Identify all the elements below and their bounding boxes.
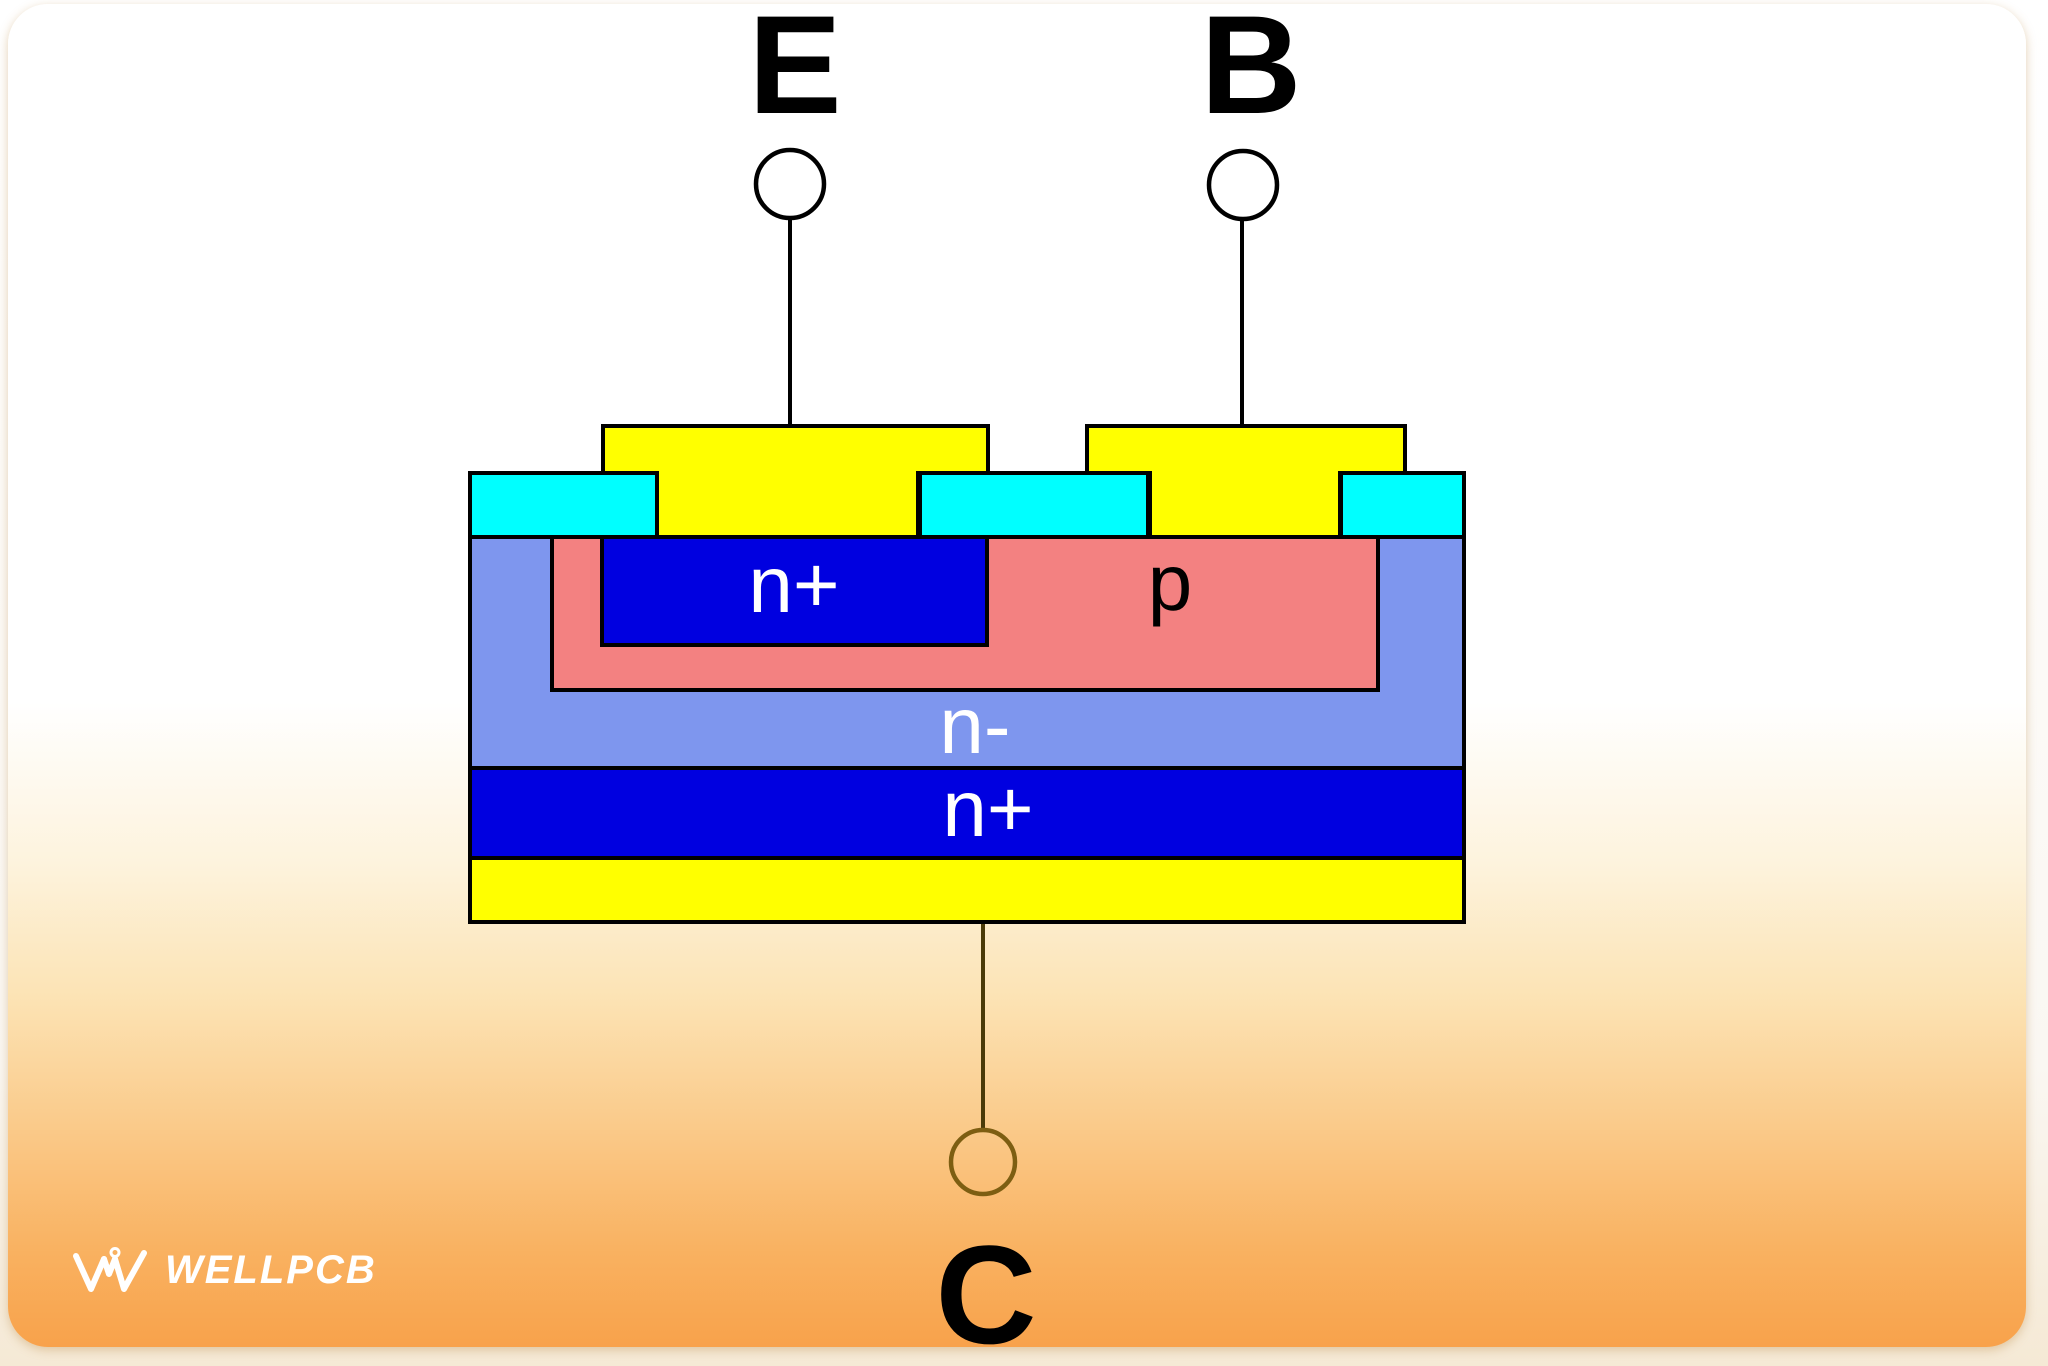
- emitter-contact-pad: [601, 424, 990, 539]
- bjt-cross-section-diagram: E B C n+ p n- n+: [468, 4, 1466, 1347]
- emitter-region-label: n+: [748, 540, 839, 629]
- collector-terminal-node: [948, 1127, 1018, 1197]
- oxide-block-middle: [918, 471, 1150, 539]
- buried-layer-label: n+: [942, 764, 1033, 853]
- wellpcb-logo-text: WELLPCB: [165, 1248, 377, 1292]
- base-region-label: p: [1148, 538, 1193, 627]
- oxide-block-left: [468, 471, 659, 539]
- base-terminal-label: B: [1200, 4, 1301, 143]
- base-contact-pad: [1085, 424, 1407, 539]
- emitter-terminal-label: E: [748, 4, 841, 143]
- base-terminal-node: [1206, 148, 1280, 222]
- wellpcb-watermark: WELLPCB: [71, 1247, 377, 1293]
- diagram-card: E B C n+ p n- n+ WELLPCB: [8, 4, 2026, 1347]
- oxide-block-right: [1339, 471, 1466, 539]
- wellpcb-logo-icon: [73, 1247, 147, 1292]
- epitaxial-region-label: n-: [939, 681, 1010, 770]
- backside-collector-contact-layer: [468, 856, 1466, 924]
- emitter-terminal-node: [753, 147, 827, 221]
- collector-terminal-label: C: [935, 1216, 1036, 1347]
- n-plus-emitter-region: [600, 535, 989, 647]
